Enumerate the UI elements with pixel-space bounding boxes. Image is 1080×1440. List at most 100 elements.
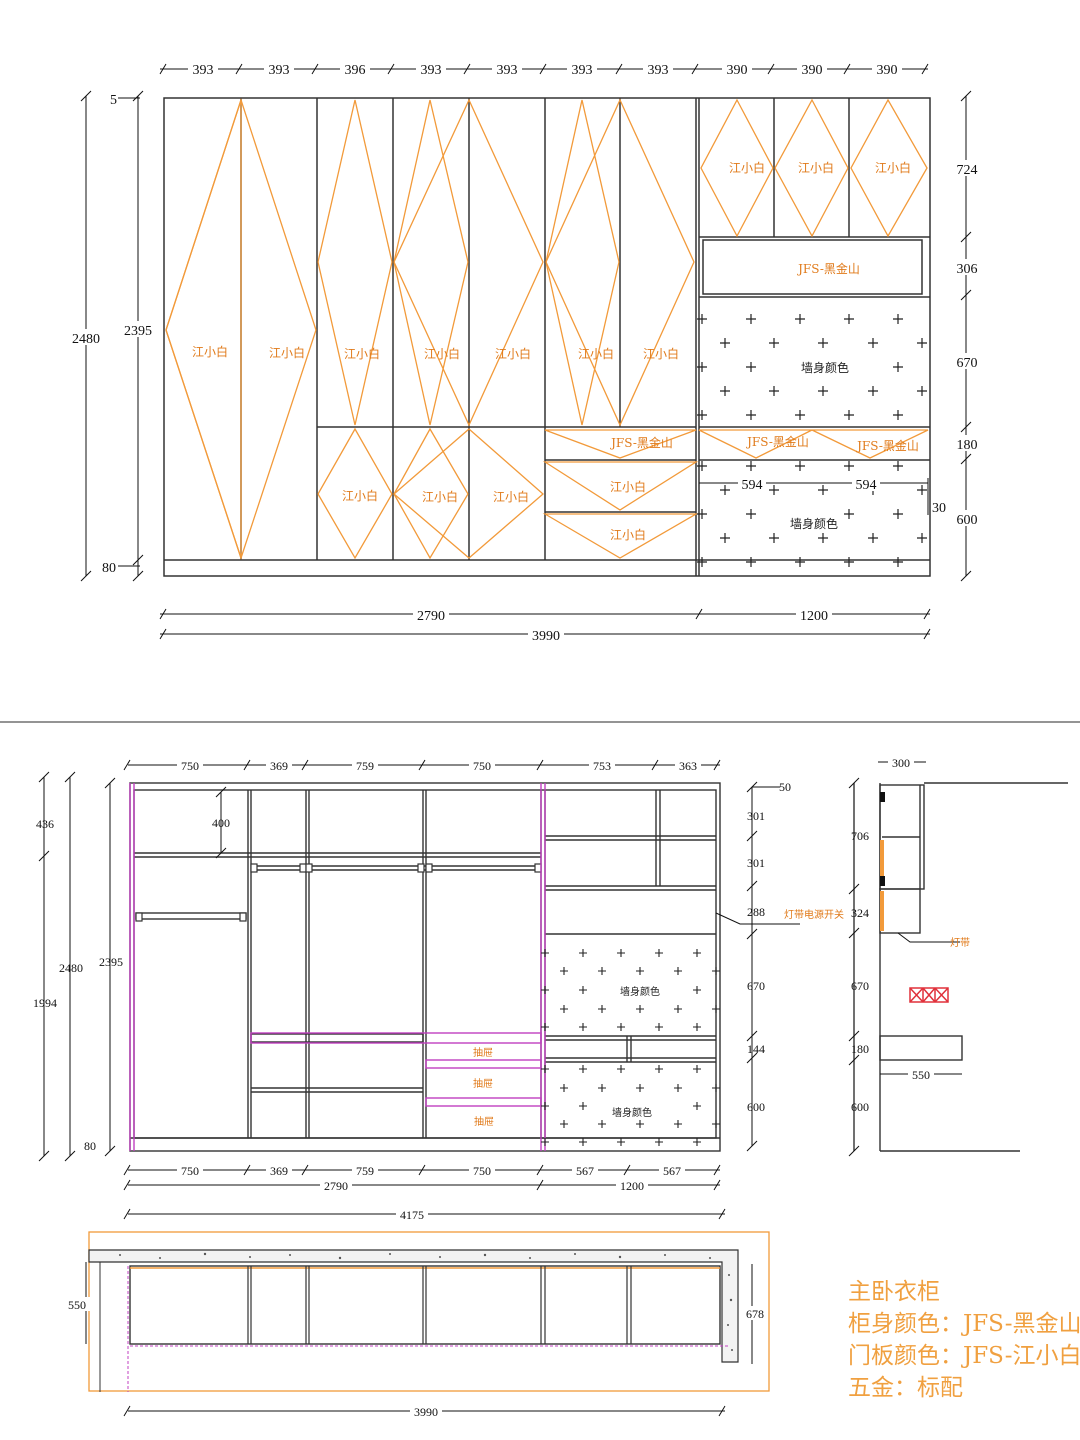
inner-top-width: 753 [593, 759, 611, 773]
inner-left-outer: 1994 [33, 996, 57, 1010]
inner-group-right: 1200 [620, 1179, 644, 1193]
plan-depth-left: 550 [68, 1298, 86, 1312]
front-right-dim: 306 [957, 262, 978, 277]
plan-depth-right: 678 [746, 1307, 764, 1321]
front-top-width: 393 [269, 63, 290, 78]
inner-bottom-width: 750 [181, 1164, 199, 1178]
note-door-color: 门板颜色：JFS-江小白 [848, 1343, 1080, 1369]
inner-plinth: 80 [84, 1139, 96, 1153]
front-top-width: 390 [802, 63, 823, 78]
drawer-label: 抽屉 [474, 1115, 494, 1128]
hinge-mark [880, 792, 885, 802]
light-strip-mark [880, 840, 884, 880]
door-label: 江小白 [643, 346, 679, 361]
front-bottom-left: 2790 [417, 609, 445, 624]
wall-color-label: 墙身颜色 [612, 1106, 652, 1119]
inner-wall-pattern [541, 949, 720, 1146]
front-inner-width: 594 [856, 478, 877, 493]
front-inner-height: 2395 [124, 324, 152, 339]
side-section [848, 761, 1068, 1157]
drawer-label: 江小白 [610, 479, 646, 494]
front-inner-width: 594 [742, 478, 763, 493]
door-label: 江小白 [875, 160, 911, 175]
side-dim-texts: 300 706 324 670 180 600 550 灯带 [851, 755, 970, 1114]
door-label: 江小白 [493, 489, 529, 504]
side-dim: 670 [851, 979, 869, 993]
inner-elevation [129, 782, 721, 1152]
inner-top-width: 750 [473, 759, 491, 773]
plan-overall-width: 4175 [400, 1208, 424, 1222]
front-top-width: 393 [648, 63, 669, 78]
inner-right-dim: 288 [747, 905, 765, 919]
light-label: 灯带 [950, 937, 970, 949]
door-label: 江小白 [344, 346, 380, 361]
inner-bottom-width: 759 [356, 1164, 374, 1178]
socket-icon [909, 987, 949, 1003]
front-right-dim: 180 [957, 438, 978, 453]
inner-top-width: 750 [181, 759, 199, 773]
inner-right-dim: 144 [747, 1042, 765, 1056]
door-label: 江小白 [578, 346, 614, 361]
front-bottom-total: 3990 [532, 629, 560, 644]
front-bottom-right: 1200 [800, 609, 828, 624]
concrete-hatch [119, 1252, 733, 1351]
material-label: JFS-黑金山 [796, 261, 860, 276]
hinge-mark [880, 876, 885, 886]
inner-dimension-lines [38, 759, 800, 1220]
inner-group-left: 2790 [324, 1179, 348, 1193]
note-body-color: 柜身颜色：JFS-黑金山 [848, 1311, 1080, 1337]
door-label: 江小白 [729, 160, 765, 175]
front-right-dim: 600 [957, 513, 978, 528]
front-right-dim: 670 [957, 356, 978, 371]
front-door-labels: 江小白 江小白 江小白 江小白 江小白 江小白 江小白 江小白 江小白 江小白 … [192, 160, 919, 542]
spec-notes: 主卧衣柜 柜身颜色：JFS-黑金山 门板颜色：JFS-江小白 五金：标配 [848, 1276, 1080, 1404]
front-elevation [163, 97, 931, 577]
side-bottom-depth: 550 [912, 1068, 930, 1082]
light-strip-mark [880, 891, 884, 931]
drawer-label: 抽屉 [473, 1077, 493, 1090]
front-door-patterns [165, 97, 929, 561]
front-top-width: 390 [877, 63, 898, 78]
material-label: JFS-黑金山 [855, 438, 919, 453]
switch-label: 灯带电源开关 [784, 908, 844, 921]
door-label: 江小白 [798, 160, 834, 175]
front-top-width: 393 [572, 63, 593, 78]
wall-color-label: 墙身颜色 [620, 985, 660, 998]
note-hardware: 五金：标配 [848, 1375, 963, 1401]
door-label: 江小白 [495, 346, 531, 361]
door-label: 江小白 [422, 489, 458, 504]
inner-bottom-width: 567 [663, 1164, 681, 1178]
door-label: 江小白 [269, 345, 305, 360]
drawer-label: 抽屉 [473, 1046, 493, 1059]
front-top-width: 393 [421, 63, 442, 78]
front-top-width: 396 [345, 63, 366, 78]
front-wall-pattern [697, 314, 927, 567]
hanging-rods [135, 863, 542, 922]
front-right-dim: 724 [957, 163, 978, 178]
front-top-gap: 5 [110, 93, 117, 108]
front-cabinet-frame [163, 97, 931, 577]
inner-bottom-width: 567 [576, 1164, 594, 1178]
note-title: 主卧衣柜 [848, 1279, 940, 1305]
side-dim: 180 [851, 1042, 869, 1056]
front-side-dims: 2480 2395 5 80 724 306 670 180 600 30 27… [68, 93, 981, 644]
drawer-label: 江小白 [610, 527, 646, 542]
inner-bottom-width: 369 [270, 1164, 288, 1178]
side-depth: 300 [892, 756, 910, 770]
inner-top-right-gap: 50 [779, 780, 791, 794]
drawer-outlines [129, 783, 546, 1151]
inner-right-dim: 301 [747, 856, 765, 870]
side-dim: 324 [851, 906, 869, 920]
inner-right-dim: 301 [747, 809, 765, 823]
side-dim: 706 [851, 829, 869, 843]
inner-overall-height: 2480 [59, 961, 83, 975]
door-label: 江小白 [342, 488, 378, 503]
door-label: 江小白 [424, 346, 460, 361]
inner-top-width: 759 [356, 759, 374, 773]
inner-inner-height: 2395 [99, 955, 123, 969]
inner-right-dim: 670 [747, 979, 765, 993]
front-plinth-height: 80 [102, 561, 116, 576]
material-label: JFS-黑金山 [745, 434, 809, 449]
plan-view [85, 1231, 770, 1417]
